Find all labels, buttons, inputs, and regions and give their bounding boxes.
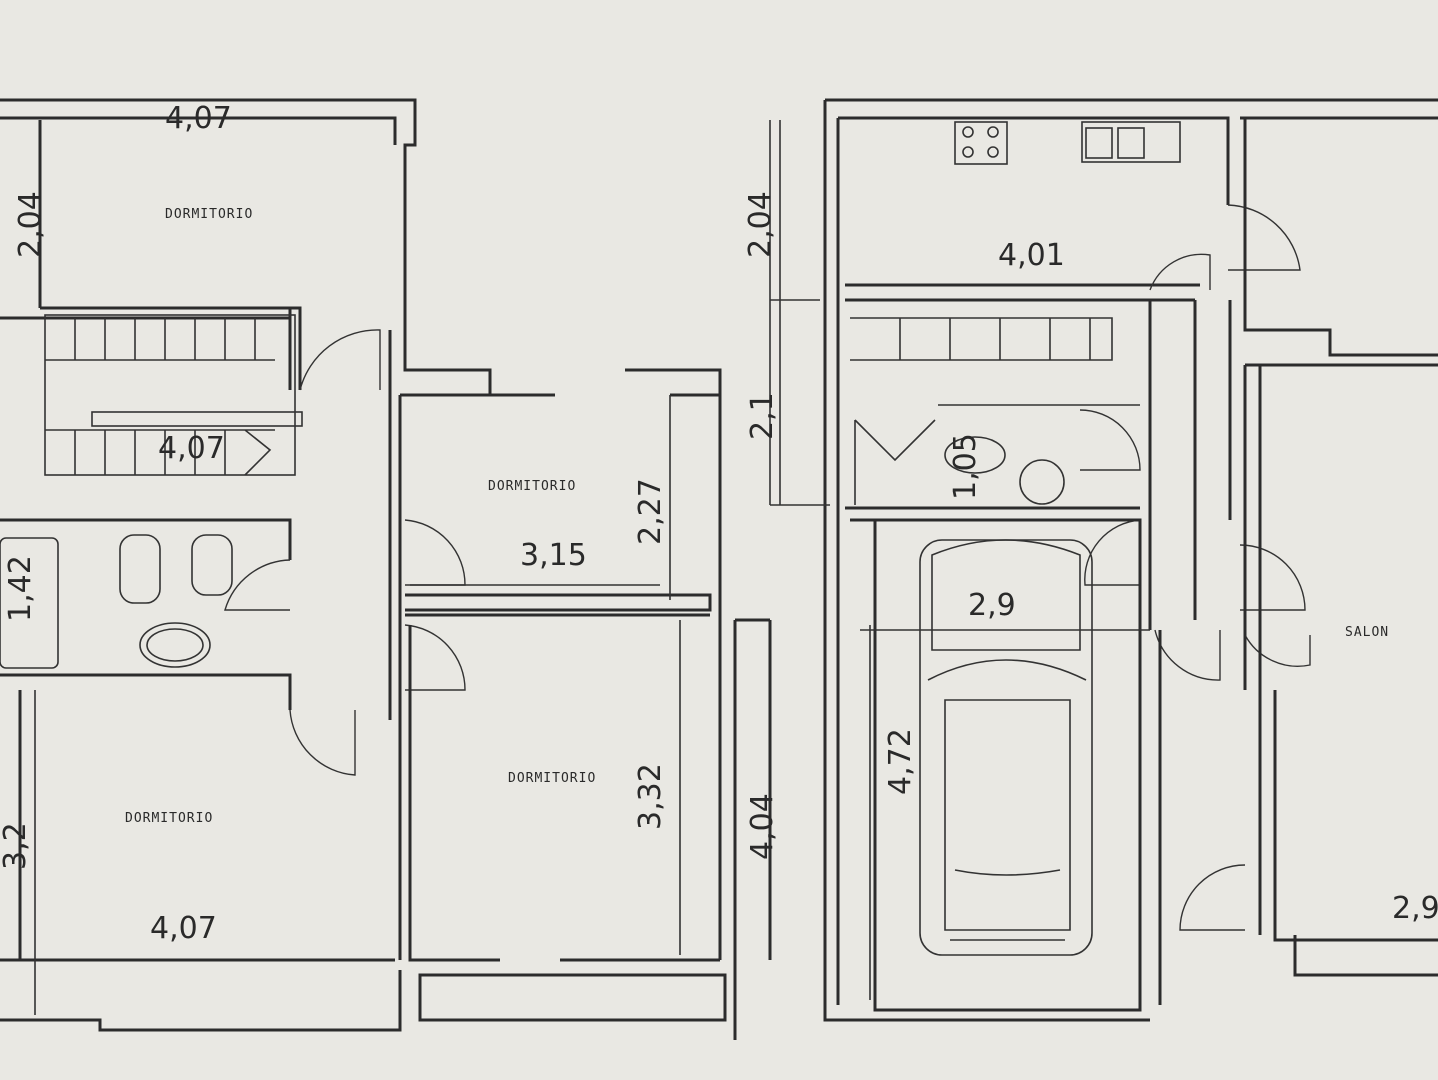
door-arc bbox=[224, 559, 291, 611]
exterior-wall bbox=[823, 98, 1438, 1022]
kitchen bbox=[845, 121, 1301, 302]
right-exterior-wall bbox=[733, 618, 772, 1040]
dim-line bbox=[34, 620, 681, 1015]
dim-lower-room-height: 3,32 bbox=[633, 763, 668, 830]
ground-floor-plan bbox=[769, 98, 1438, 1022]
door-arc bbox=[404, 519, 466, 586]
upper-floor-plan bbox=[0, 98, 772, 1040]
dim-lower-room-outer: 4,04 bbox=[745, 793, 780, 860]
dim-line bbox=[769, 120, 830, 506]
door-arc bbox=[1239, 544, 1306, 611]
dim-line bbox=[410, 395, 671, 600]
dim-top-height: 2,04 bbox=[13, 191, 48, 258]
door-arc bbox=[1179, 864, 1246, 931]
dim-mid-room-width: 3,15 bbox=[520, 538, 587, 573]
dim-bath-height: 1,42 bbox=[3, 555, 38, 622]
dim-mid-room-height: 2,27 bbox=[633, 478, 668, 545]
exterior-wall bbox=[0, 98, 492, 395]
room-label-dormitorio: DORMITORIO bbox=[488, 479, 576, 494]
door-arc bbox=[1244, 634, 1311, 667]
room-label-dormitorio: DORMITORIO bbox=[508, 771, 596, 786]
stair-upper bbox=[44, 314, 303, 476]
dim-stair-width: 4,07 bbox=[158, 431, 225, 466]
dim-garage-height: 4,72 bbox=[883, 728, 918, 795]
salon-wall bbox=[1158, 365, 1438, 1005]
room-label-salon: SALON bbox=[1345, 625, 1389, 640]
garage bbox=[860, 518, 1150, 1012]
dim-top-width: 4,07 bbox=[165, 101, 232, 136]
door-arc bbox=[299, 329, 381, 391]
door-arc bbox=[1154, 629, 1221, 681]
bottom-wall bbox=[0, 970, 727, 1032]
dim-garage-width: 2,9 bbox=[968, 588, 1016, 623]
door-arc bbox=[289, 709, 356, 776]
lower-bedroom-wall bbox=[0, 613, 720, 962]
dim-stair2-height: 2,1 bbox=[745, 392, 780, 440]
hall-wall bbox=[388, 330, 402, 960]
room-label-dormitorio: DORMITORIO bbox=[125, 811, 213, 826]
dim-kitchen-height: 2,04 bbox=[743, 191, 778, 258]
car-icon bbox=[919, 539, 1093, 956]
door-arc bbox=[404, 624, 466, 691]
dim-bottom-height: 3,2 bbox=[0, 822, 33, 870]
stair-ground bbox=[845, 317, 1141, 522]
bathroom-upper bbox=[0, 518, 292, 710]
dim-salon-width: 2,9 bbox=[1392, 891, 1438, 926]
room-label-dormitorio: DORMITORIO bbox=[165, 207, 253, 222]
hall-wall bbox=[1148, 118, 1438, 630]
dim-bottom-width: 4,07 bbox=[150, 911, 217, 946]
top-bedroom-wall bbox=[0, 120, 302, 390]
mid-bedroom-wall bbox=[400, 368, 722, 960]
dim-kitchen-width: 4,01 bbox=[998, 238, 1065, 273]
door-arc bbox=[1084, 519, 1141, 586]
dim-wc-height: 1,05 bbox=[948, 433, 983, 500]
